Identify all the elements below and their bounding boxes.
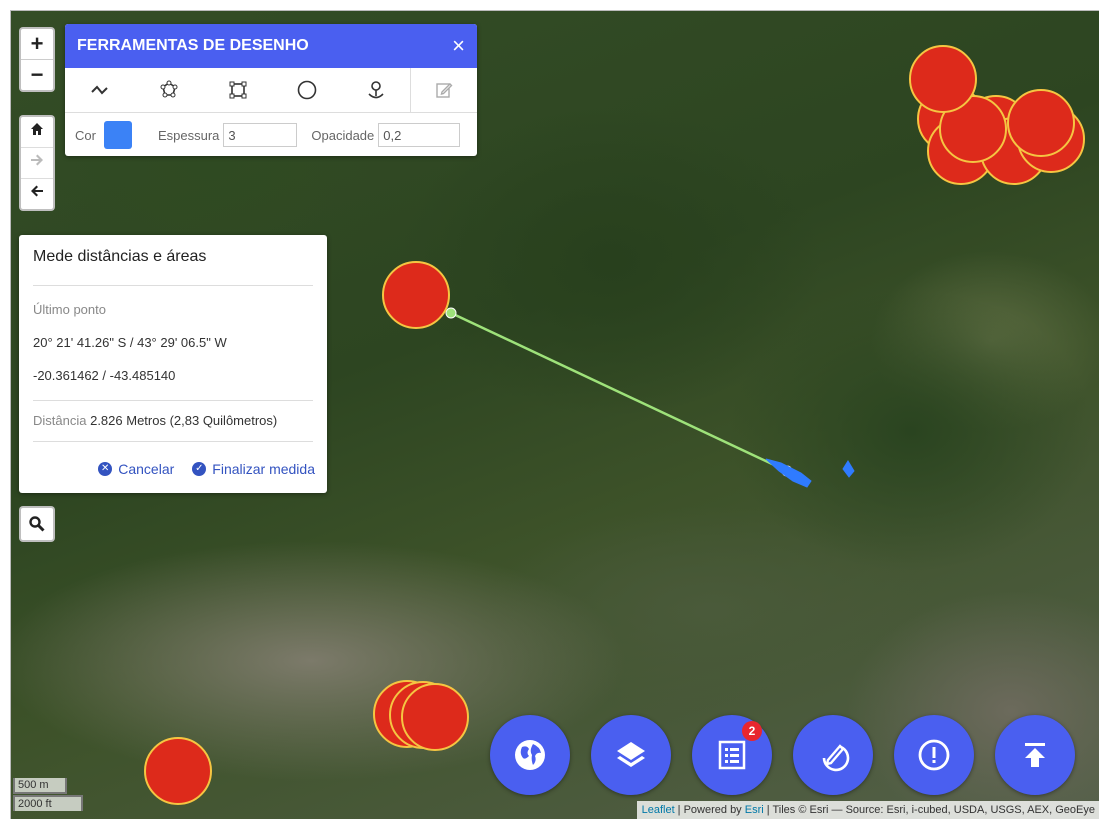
last-point-dms: 20° 21' 41.26" S / 43° 29' 06.5" W [33, 335, 227, 350]
notification-badge: 2 [742, 721, 762, 741]
map-canvas[interactable]: + − FERRAMENTAS DE DESENHO × [10, 10, 1099, 819]
layers-icon [617, 742, 645, 767]
globe-icon [515, 740, 545, 770]
pen-icon [822, 744, 850, 772]
layers-button[interactable] [591, 715, 671, 795]
drawn-shape[interactable] [842, 460, 855, 478]
upload-button[interactable] [995, 715, 1075, 795]
distance-value: 2.826 Metros (2,83 Quilômetros) [90, 413, 278, 428]
color-picker[interactable] [103, 121, 132, 149]
measure-actions: ✕ Cancelar ✓ Finalizar medida [98, 461, 315, 477]
thickness-label: Espessura [157, 127, 220, 143]
polyline-tool-icon[interactable] [65, 68, 134, 112]
check-icon: ✓ [192, 462, 207, 476]
distance-label: Distância [33, 413, 87, 428]
zoom-out-button[interactable]: − [21, 59, 53, 90]
last-point-decimal: -20.361462 / -43.485140 [33, 368, 176, 383]
drawing-options: Cor Espessura Opacidade [65, 113, 477, 157]
drawn-shape[interactable] [765, 458, 812, 488]
close-icon[interactable]: × [452, 33, 465, 58]
map-marker-cluster[interactable] [144, 45, 1085, 805]
scale-imperial: 2000 ft [13, 795, 83, 811]
opacity-label: Opacidade [311, 127, 375, 143]
back-arrow-icon[interactable] [21, 178, 53, 209]
history-nav [19, 115, 55, 211]
globe-button[interactable] [490, 715, 570, 795]
list-icon [718, 740, 746, 770]
color-label: Cor [75, 127, 96, 143]
measure-title: Mede distâncias e áreas [33, 248, 207, 265]
scale-metric: 500 m [13, 778, 67, 794]
opacity-input[interactable] [378, 123, 461, 147]
leaflet-link[interactable]: Leaflet [641, 804, 675, 816]
edit-tool-icon[interactable] [410, 68, 477, 112]
list-button[interactable]: 2 [692, 715, 772, 795]
upload-icon [1025, 743, 1045, 767]
esri-link[interactable]: Esri [744, 804, 764, 816]
home-icon[interactable] [21, 117, 53, 147]
last-point-label: Último ponto [33, 302, 106, 317]
map-overlay [144, 45, 1085, 805]
zoom-in-button[interactable]: + [30, 31, 44, 56]
thickness-input[interactable] [223, 123, 298, 147]
drawing-tools-title: FERRAMENTAS DE DESENHO [77, 37, 309, 54]
search-button[interactable] [19, 506, 55, 542]
alert-button[interactable] [894, 715, 974, 795]
measure-start-point[interactable] [445, 307, 457, 319]
cancel-measure-button[interactable]: ✕ Cancelar [98, 461, 174, 477]
drawing-toolbar [65, 68, 477, 113]
forward-arrow-icon[interactable] [21, 147, 53, 178]
polygon-tool-icon[interactable] [134, 68, 203, 112]
finish-measure-button[interactable]: ✓ Finalizar medida [192, 461, 315, 477]
draw-button[interactable] [793, 715, 873, 795]
measure-panel: Mede distâncias e áreas Último ponto 20°… [19, 235, 327, 493]
attribution: Leaflet | Powered by Esri | Tiles © Esri… [636, 801, 1099, 819]
marker-tool-icon[interactable] [341, 68, 410, 112]
zoom-control: + − [19, 27, 55, 92]
drawing-tools-panel: FERRAMENTAS DE DESENHO × Cor [65, 24, 477, 156]
alert-icon [918, 739, 950, 771]
circle-tool-icon[interactable] [272, 68, 341, 112]
cancel-icon: ✕ [98, 462, 113, 476]
measure-line [450, 311, 788, 473]
rectangle-tool-icon[interactable] [203, 68, 272, 112]
search-icon [29, 516, 45, 532]
